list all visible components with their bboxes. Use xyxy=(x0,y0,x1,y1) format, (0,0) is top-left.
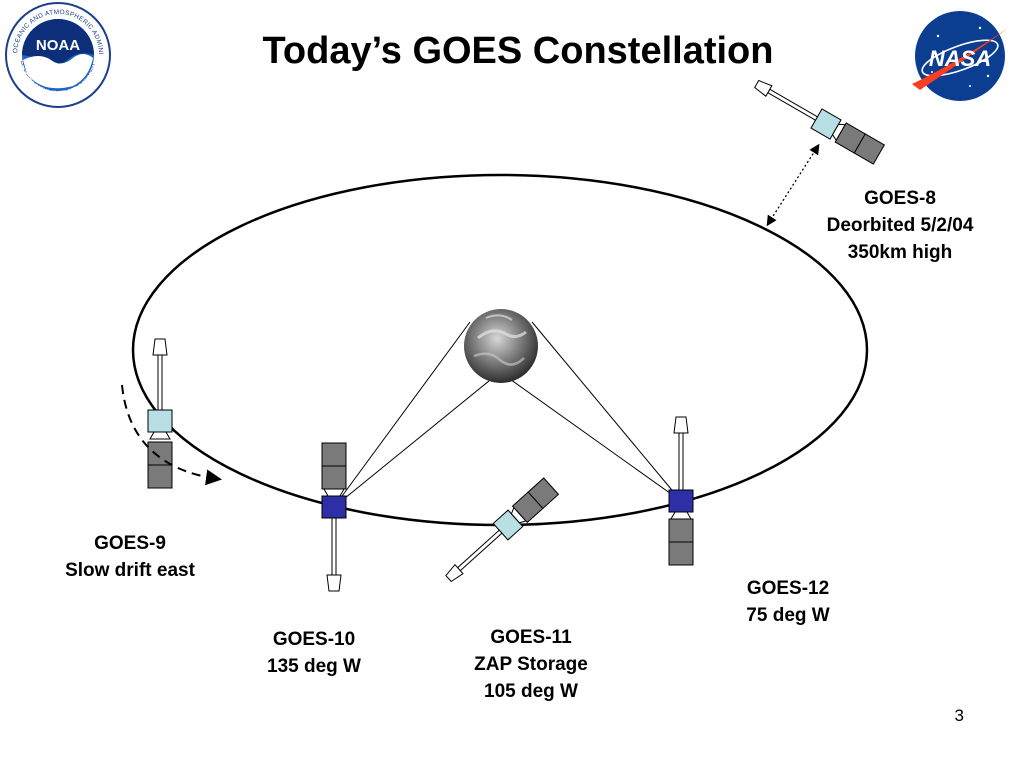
goes-8-altitude: 350km high xyxy=(847,242,953,263)
page-number: 3 xyxy=(954,706,964,725)
goes-8-status: Deorbited 5/2/04 xyxy=(826,215,974,236)
earth xyxy=(464,309,538,383)
goes-12-name: GOES-12 xyxy=(746,578,830,599)
nasa-wordmark: NASA xyxy=(929,46,991,71)
goes-8-satellite xyxy=(754,79,886,165)
goes-9-satellite xyxy=(147,338,173,489)
goes-11-satellite xyxy=(445,477,560,583)
noaa-logo: NATIONAL OCEANIC AND ATMOSPHERIC ADMINIS… xyxy=(3,0,111,108)
goes-12-position: 75 deg W xyxy=(746,605,830,626)
slide-title: Today’s GOES Constellation xyxy=(262,30,774,72)
coverage-lines xyxy=(333,321,682,508)
goes-11-status: ZAP Storage xyxy=(474,654,588,675)
goes-10-satellite xyxy=(321,442,347,592)
goes-12-label: GOES-12 75 deg W xyxy=(688,575,888,629)
goes-10-label: GOES-10 135 deg W xyxy=(214,626,414,680)
goes-8-name: GOES-8 xyxy=(864,188,936,209)
goes-10-name: GOES-10 xyxy=(272,629,356,650)
goes-11-label: GOES-11 ZAP Storage 105 deg W xyxy=(431,624,631,705)
goes-9-label: GOES-9 Slow drift east xyxy=(30,530,230,584)
goes-8-altitude-arrow xyxy=(766,143,820,227)
noaa-wordmark: NOAA xyxy=(36,37,80,54)
goes-9-status: Slow drift east xyxy=(65,560,195,581)
goes-11-position: 105 deg W xyxy=(484,681,578,702)
goes-9-name: GOES-9 xyxy=(94,533,166,554)
goes-8-label: GOES-8 Deorbited 5/2/04 350km high xyxy=(800,185,1000,266)
goes-11-name: GOES-11 xyxy=(490,627,572,648)
goes-12-satellite xyxy=(668,416,694,566)
nasa-logo: NASA xyxy=(912,11,1008,101)
goes-10-position: 135 deg W xyxy=(267,656,361,677)
